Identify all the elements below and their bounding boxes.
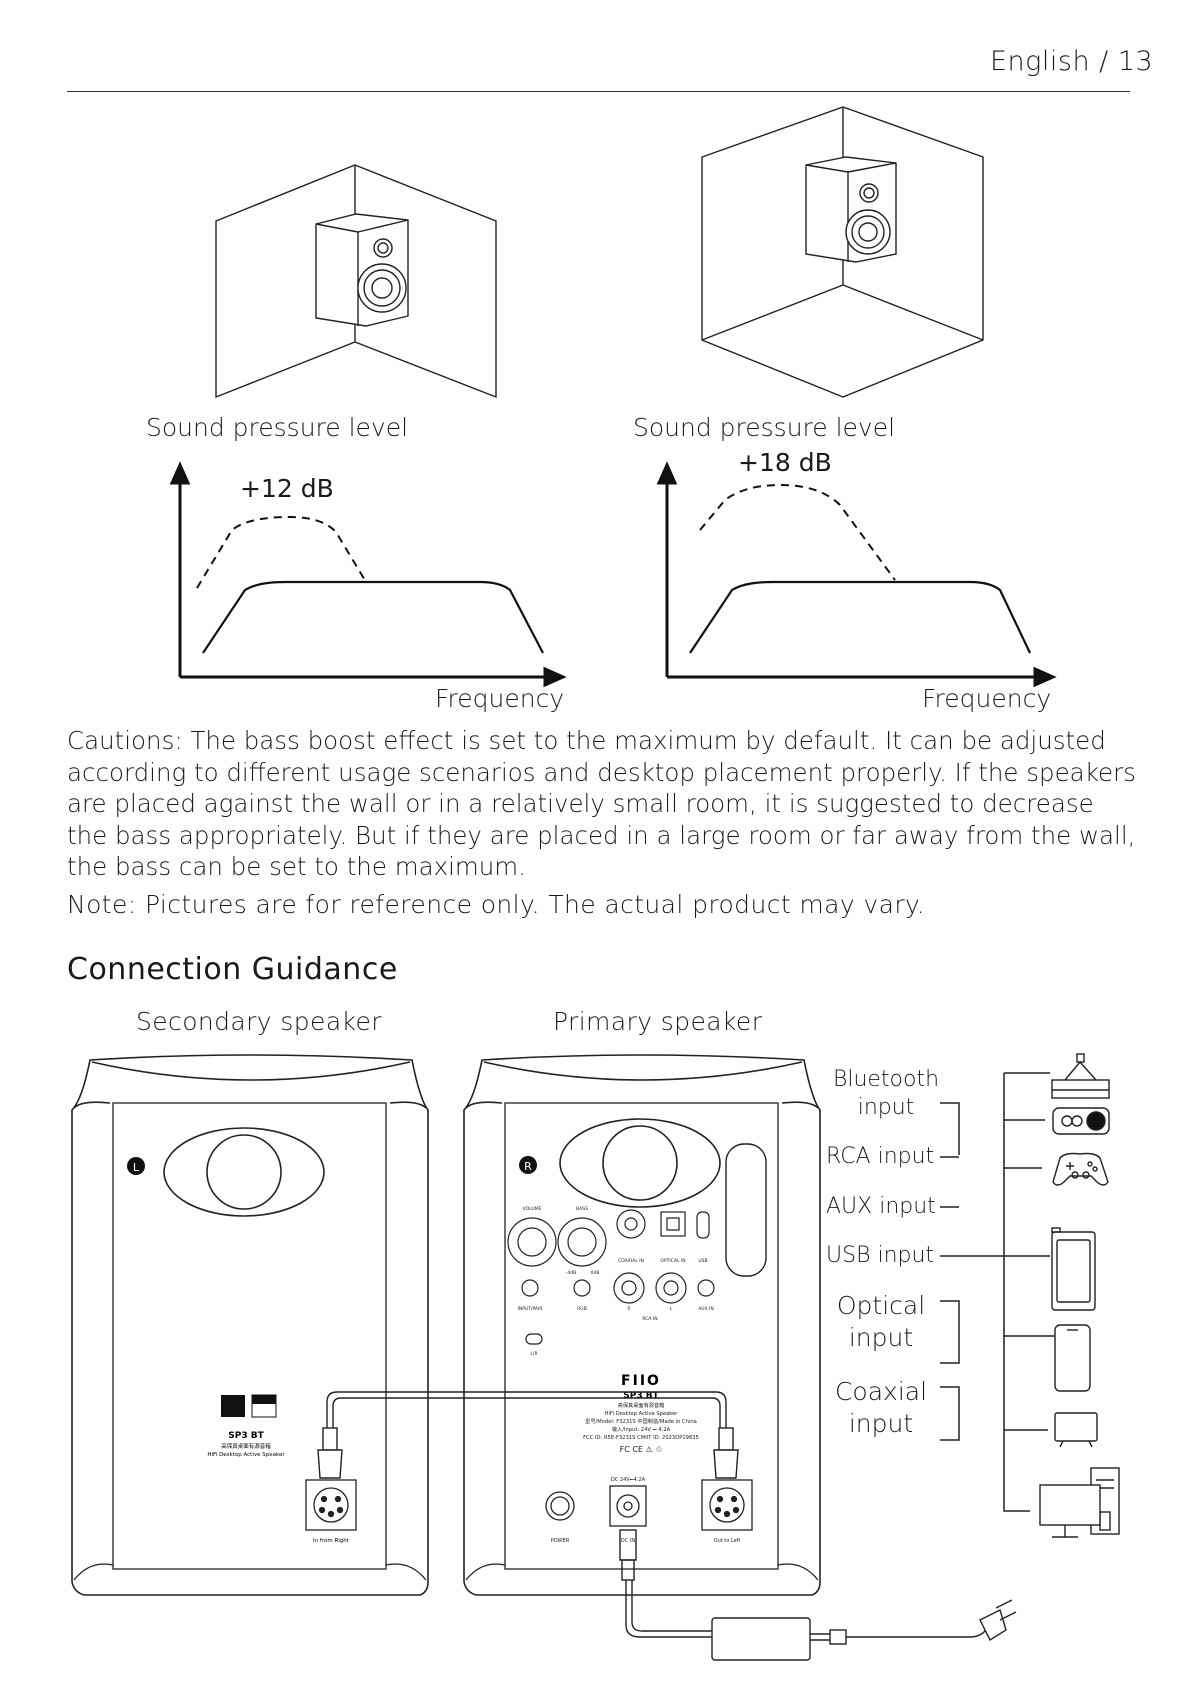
caution-paragraph: Cautions: The bass boost effect is set t… (67, 726, 1136, 881)
model-cn-text: 高保真桌面有源音箱 (618, 1401, 665, 1409)
dc-spec-label: DC 24V⎓4.2A (611, 1477, 646, 1483)
x-axis-arrow (543, 666, 567, 688)
rca-device-icon (1052, 1107, 1110, 1135)
speaker-room-icon (805, 156, 897, 263)
power-label: POWER (551, 1538, 570, 1544)
chart2-xlabel: Frequency (922, 684, 1052, 713)
primary-speaker-body (463, 1054, 821, 1596)
dap-player-icon (1051, 1227, 1096, 1311)
game-controller-icon (1052, 1152, 1109, 1186)
volume-label: VOLUME (523, 1206, 542, 1212)
out-to-left-label: Out to Left (714, 1538, 741, 1544)
secondary-din-port (305, 1479, 357, 1531)
input-sources-diagram (940, 1053, 1120, 1538)
tv-icon (1054, 1412, 1098, 1448)
flat-response-curve (689, 580, 1031, 654)
bass-min-label: -4dB (566, 1270, 576, 1276)
rear-bottom-ports (545, 1479, 753, 1531)
secondary-model-text: SP3 BT (228, 1431, 264, 1441)
desktop-computer-icon (1039, 1467, 1120, 1538)
chart1-ylabel: Sound pressure level (146, 413, 409, 442)
page-number-header: English / 13 (990, 46, 1154, 77)
header-divider (67, 91, 1130, 92)
chart-corner-placement (656, 461, 1057, 688)
y-axis-arrow (169, 461, 191, 485)
in-from-right-label: In from Right (313, 1538, 350, 1544)
fcc-line-text: FCC ID: R5E-F3231S CMIIT ID: 2023DP19835 (583, 1435, 699, 1441)
input-line-text: 输入/Input: 24V ⎓ 4.2A (612, 1425, 671, 1433)
optical-in-label: OPTICAL IN (660, 1258, 685, 1264)
chart-wall-placement (169, 461, 567, 688)
connection-diagram: L SP3 BT 高保真桌面有源音箱 HiFi Desktop Active S… (71, 1054, 1017, 1661)
chart2-boost-label: +18 dB (738, 448, 832, 477)
cert-marks-text: FC CE ⚠ ♲ (620, 1445, 663, 1454)
bass-max-label: 0dB (591, 1270, 600, 1276)
smartphone-icon (1054, 1324, 1091, 1392)
hires-badges (221, 1394, 277, 1418)
brand-logo: FIIO (621, 1373, 661, 1389)
secondary-speaker-body (71, 1054, 429, 1596)
right-marker-text: R (524, 1160, 532, 1173)
usb-input-label: USB input (826, 1243, 935, 1268)
flat-response-curve (202, 580, 544, 654)
boosted-response-curve (196, 515, 367, 589)
bluetooth-receiver-icon (1051, 1053, 1110, 1099)
lr-label: L/R (530, 1351, 537, 1357)
primary-speaker-label: Primary speaker (553, 1007, 763, 1036)
primary-port-oval (559, 1118, 721, 1208)
bass-label: BASS (576, 1206, 588, 1212)
bass-boost-illustrations (169, 106, 1057, 688)
chart2-ylabel: Sound pressure level (633, 413, 896, 442)
chart1-xlabel: Frequency (435, 684, 565, 713)
secondary-cn-text: 高保真桌面有源音箱 (221, 1442, 271, 1450)
speaker-corner-icon (315, 213, 409, 327)
note-text: Note: Pictures are for reference only. T… (67, 890, 925, 919)
left-marker (127, 1157, 145, 1175)
rgb-label: RGB (577, 1306, 587, 1312)
section-title: Connection Guidance (67, 952, 398, 987)
r-label: R (627, 1306, 630, 1312)
usb-label: USB (698, 1258, 707, 1264)
left-marker-text: L (133, 1161, 140, 1174)
coaxial-in-label: COAXIAL IN (618, 1258, 644, 1264)
bracket-lines (940, 1072, 1055, 1512)
boosted-response-curve (699, 483, 896, 581)
y-axis-arrow (656, 461, 678, 485)
inter-speaker-cable (317, 1391, 739, 1479)
model-line-text: 型号/Model: F3231S 中国制造/Made in China (585, 1417, 697, 1425)
input-pair-label: INPUT/PAIR (518, 1306, 543, 1312)
model-desc-text: HiFi Desktop Active Speaker (605, 1411, 679, 1417)
rca-input-label: RCA input (826, 1144, 935, 1169)
control-panel (507, 1209, 715, 1345)
model-text: SP3 BT (623, 1391, 659, 1401)
x-axis-arrow (1033, 666, 1057, 688)
aux-in-label: AUX IN (698, 1306, 714, 1312)
secondary-speaker-label: Secondary speaker (136, 1007, 382, 1036)
right-marker (519, 1156, 537, 1174)
coaxial-input-label: Coaxial input (834, 1377, 928, 1438)
secondary-desc-text: HiFi Desktop Active Speaker (207, 1452, 285, 1458)
heatsink-slot (725, 1143, 767, 1277)
secondary-port-oval (163, 1127, 325, 1217)
l-label: L (670, 1306, 673, 1312)
chart1-boost-label: +12 dB (240, 474, 334, 503)
optical-input-label: Optical input (836, 1291, 926, 1352)
dc-in-label: DC IN (621, 1538, 635, 1544)
rca-in-label: RCA IN (642, 1316, 657, 1322)
bluetooth-input-label: Bluetooth input (832, 1067, 940, 1120)
panel-labels: VOLUME BASS -4dB 0dB COAXIAL IN OPTICAL … (518, 1206, 714, 1357)
aux-input-label: AUX input (826, 1194, 936, 1219)
power-adapter-cable (619, 1529, 1017, 1661)
